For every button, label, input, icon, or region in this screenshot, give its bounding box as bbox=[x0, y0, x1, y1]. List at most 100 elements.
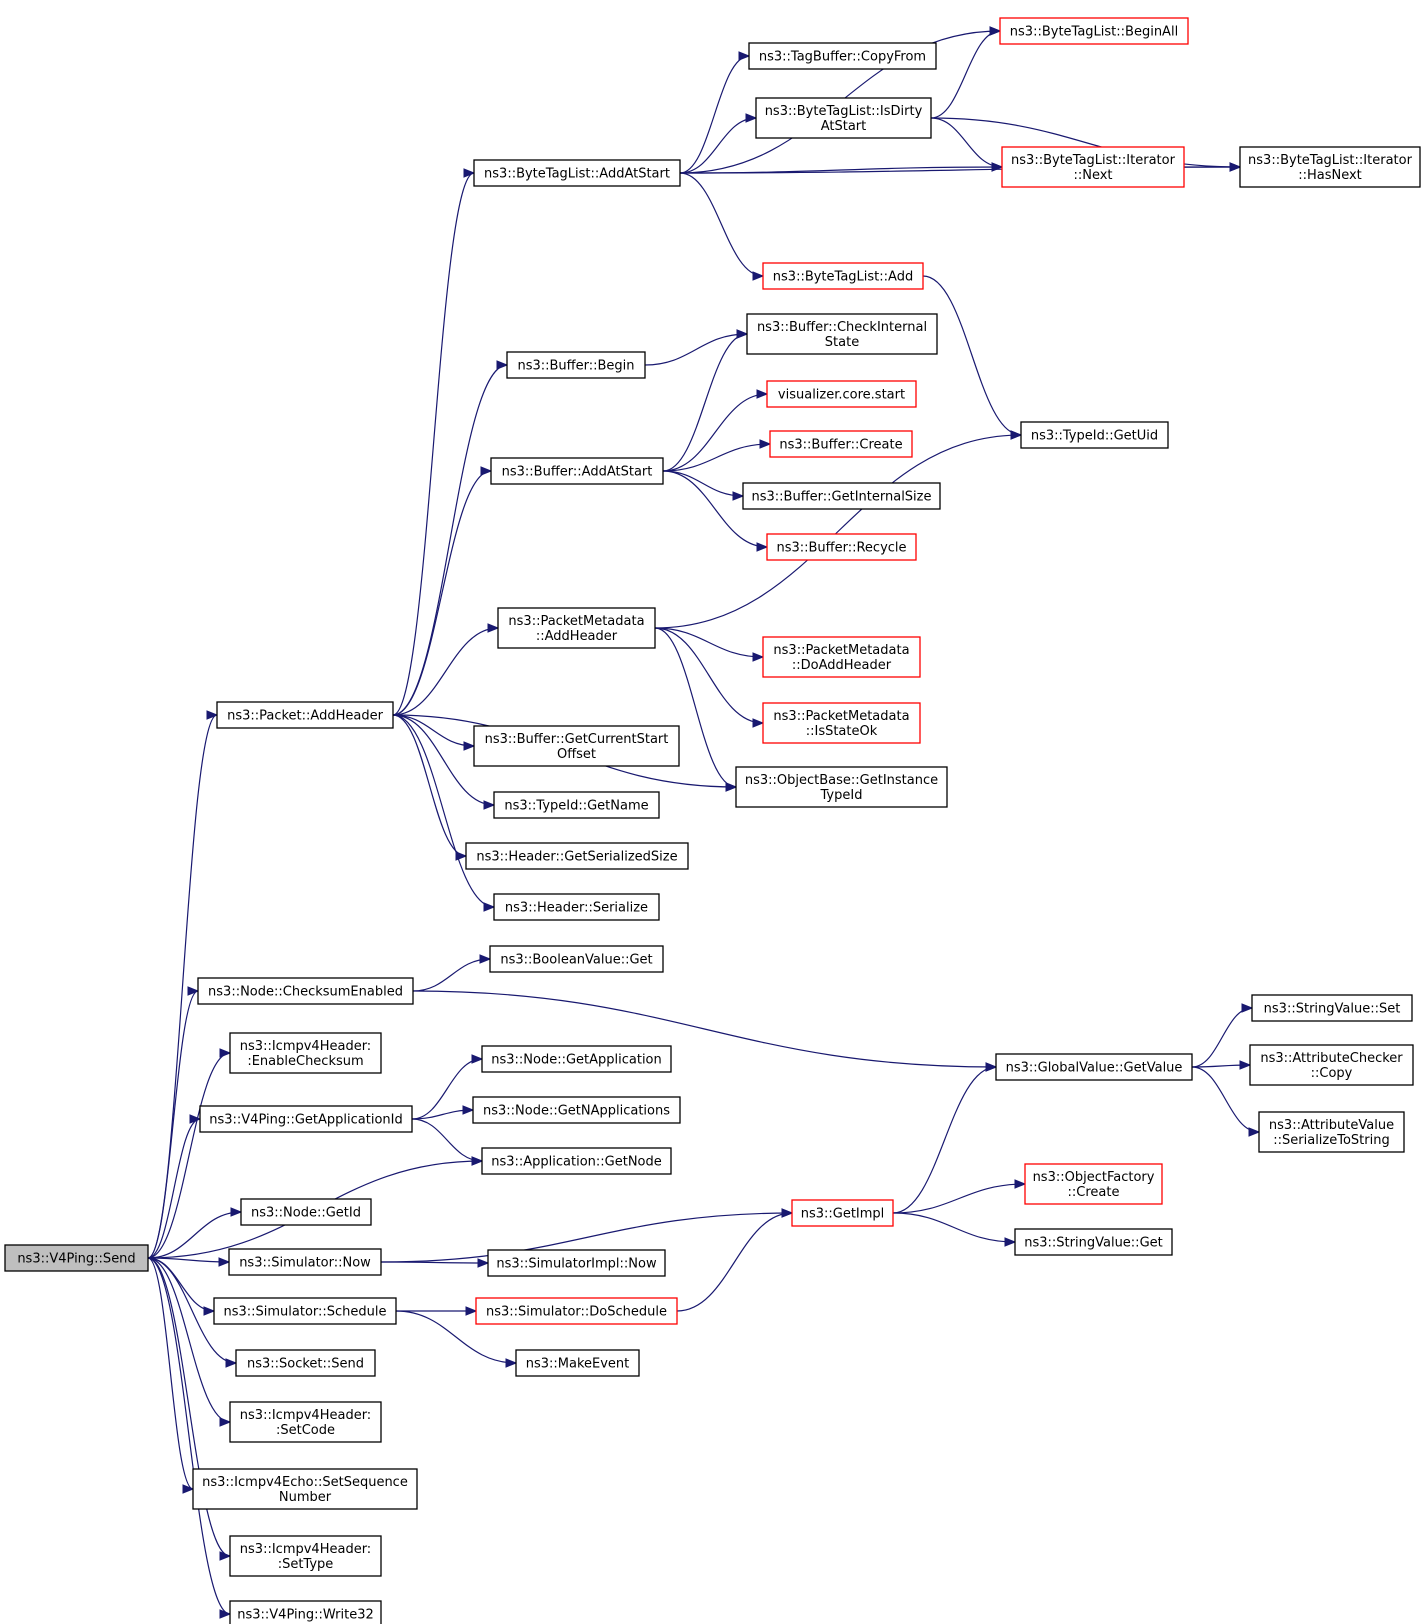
function-node[interactable]: ns3::ByteTagList::BeginAll bbox=[999, 17, 1189, 45]
function-node[interactable]: ns3::Buffer::GetInternalSize bbox=[742, 482, 941, 510]
edge-arrowhead-n5-n6 bbox=[991, 162, 1004, 172]
edge-n0-n46 bbox=[147, 1257, 231, 1423]
function-node[interactable]: ns3::PacketMetadata::AddHeader bbox=[497, 607, 656, 649]
edge-arrowhead-n27-n30 bbox=[1248, 1127, 1261, 1137]
node-label: ::SerializeToString bbox=[1273, 1133, 1389, 1148]
function-node[interactable]: ns3::Node::GetApplication bbox=[481, 1045, 672, 1073]
function-node[interactable]: ns3::Icmpv4Header::SetCode bbox=[229, 1401, 382, 1443]
function-node[interactable]: ns3::Simulator::DoSchedule bbox=[475, 1297, 678, 1325]
node-label: ::HasNext bbox=[1298, 168, 1362, 183]
node-label: Number bbox=[279, 1490, 332, 1505]
node-box bbox=[229, 1032, 382, 1074]
function-node[interactable]: ns3::Buffer::Recycle bbox=[766, 533, 917, 561]
function-node[interactable]: ns3::Node::GetNApplications bbox=[472, 1096, 681, 1124]
edge-arrowhead-n1-n2 bbox=[463, 168, 476, 178]
node-label: ns3::AttributeValue bbox=[1269, 1118, 1394, 1133]
function-node[interactable]: ns3::PacketMetadata::DoAddHeader bbox=[762, 636, 921, 678]
edge-arrowhead-n12-n11 bbox=[736, 329, 749, 339]
function-node[interactable]: ns3::Header::Serialize bbox=[493, 893, 660, 921]
function-node[interactable]: ns3::SimulatorImpl::Now bbox=[487, 1249, 666, 1277]
node-box bbox=[229, 1600, 382, 1624]
node-box bbox=[473, 159, 681, 187]
function-node[interactable]: ns3::Icmpv4Header::SetType bbox=[229, 1535, 382, 1577]
node-box bbox=[791, 1199, 894, 1227]
function-node[interactable]: ns3::V4Ping::GetApplicationId bbox=[199, 1105, 413, 1133]
function-node[interactable]: ns3::ByteTagList::AddAtStart bbox=[473, 159, 681, 187]
edge-arrowhead-n5-n3 bbox=[989, 26, 1002, 36]
node-label: ::AddHeader bbox=[536, 629, 618, 644]
function-node[interactable]: ns3::TypeId::GetUid bbox=[1020, 421, 1169, 449]
function-node[interactable]: ns3::GlobalValue::GetValue bbox=[995, 1053, 1193, 1081]
function-node[interactable]: ns3::TagBuffer::CopyFrom bbox=[748, 42, 937, 70]
function-node[interactable]: ns3::PacketMetadata::IsStateOk bbox=[762, 702, 921, 744]
edge-n40-n37 bbox=[380, 1212, 793, 1263]
edge-arrowhead-n2-n5 bbox=[745, 113, 758, 123]
edge-arrowhead-n0-n31 bbox=[219, 1048, 232, 1058]
function-node[interactable]: ns3::AttributeChecker::Copy bbox=[1249, 1044, 1414, 1086]
node-box bbox=[229, 1535, 382, 1577]
function-node[interactable]: ns3::Header::GetSerializedSize bbox=[465, 842, 689, 870]
node-label: AtStart bbox=[821, 119, 867, 134]
function-node[interactable]: ns3::Socket::Send bbox=[235, 1349, 376, 1377]
node-label: State bbox=[825, 335, 859, 350]
function-node[interactable]: ns3::ObjectFactory::Create bbox=[1024, 1163, 1163, 1205]
function-node[interactable]: ns3::Buffer::Begin bbox=[506, 351, 646, 379]
function-node[interactable]: ns3::Node::ChecksumEnabled bbox=[197, 977, 414, 1005]
root-function-node[interactable]: ns3::V4Ping::Send bbox=[4, 1244, 149, 1272]
function-node[interactable]: ns3::Application::GetNode bbox=[481, 1147, 672, 1175]
node-label: ns3::ByteTagList::BeginAll bbox=[1010, 25, 1178, 40]
node-label: ns3::ByteTagList::Iterator bbox=[1011, 153, 1176, 168]
edge-arrowhead-n17-n20 bbox=[725, 782, 738, 792]
node-box bbox=[4, 1244, 149, 1272]
function-node[interactable]: ns3::V4Ping::Write32 bbox=[229, 1600, 382, 1624]
edge-n40-n41 bbox=[380, 1261, 489, 1264]
function-node[interactable]: ns3::ByteTagList::Iterator::HasNext bbox=[1239, 146, 1421, 188]
edge-arrowhead-n1-n21 bbox=[463, 741, 476, 751]
function-node[interactable]: ns3::AttributeValue::SerializeToString bbox=[1258, 1111, 1405, 1153]
function-node[interactable]: ns3::MakeEvent bbox=[515, 1349, 640, 1377]
edge-n2-n5 bbox=[679, 117, 757, 174]
function-node[interactable]: ns3::TypeId::GetName bbox=[493, 791, 660, 819]
node-box bbox=[229, 1401, 382, 1443]
edge-n37-n38 bbox=[892, 1183, 1026, 1214]
function-node[interactable]: ns3::ByteTagList::Add bbox=[762, 262, 924, 290]
node-label: ns3::GlobalValue::GetValue bbox=[1006, 1061, 1183, 1076]
node-label: :SetCode bbox=[276, 1423, 335, 1438]
node-box bbox=[235, 1349, 376, 1377]
node-box bbox=[746, 313, 938, 355]
edge-arrowhead-n27-n29 bbox=[1239, 1060, 1252, 1070]
function-node[interactable]: ns3::Buffer::Create bbox=[769, 430, 913, 458]
function-node[interactable]: ns3::BooleanValue::Get bbox=[489, 945, 664, 973]
edge-n17-n18 bbox=[654, 627, 764, 658]
function-node[interactable]: ns3::ByteTagList::Iterator::Next bbox=[1001, 146, 1185, 188]
function-node[interactable]: visualizer.core.start bbox=[766, 380, 917, 408]
function-node[interactable]: ns3::Packet::AddHeader bbox=[216, 701, 394, 729]
node-box bbox=[192, 1468, 418, 1510]
node-label: ns3::Icmpv4Header: bbox=[240, 1542, 371, 1557]
function-node[interactable]: ns3::Node::GetId bbox=[240, 1198, 372, 1226]
node-box bbox=[995, 1053, 1193, 1081]
function-node[interactable]: ns3::StringValue::Set bbox=[1251, 994, 1413, 1022]
node-box bbox=[769, 430, 913, 458]
function-node[interactable]: ns3::Simulator::Schedule bbox=[213, 1297, 397, 1325]
edge-n17-n20 bbox=[654, 627, 737, 788]
function-node[interactable]: ns3::StringValue::Get bbox=[1014, 1228, 1173, 1256]
function-node[interactable]: ns3::Buffer::AddAtStart bbox=[490, 457, 664, 485]
node-box bbox=[1024, 1163, 1163, 1205]
function-node[interactable]: ns3::Icmpv4Header::EnableChecksum bbox=[229, 1032, 382, 1074]
function-node[interactable]: ns3::GetImpl bbox=[791, 1199, 894, 1227]
edge-arrowhead-n43-n37 bbox=[781, 1208, 794, 1218]
node-label: ns3::PacketMetadata bbox=[773, 709, 909, 724]
node-label: :EnableChecksum bbox=[247, 1054, 363, 1069]
edge-n2-n8 bbox=[679, 172, 764, 277]
function-node[interactable]: ns3::Simulator::Now bbox=[228, 1248, 382, 1276]
node-box bbox=[1239, 146, 1421, 188]
node-label: ns3::Buffer::Begin bbox=[517, 359, 634, 374]
edge-n5-n3 bbox=[930, 30, 1001, 119]
